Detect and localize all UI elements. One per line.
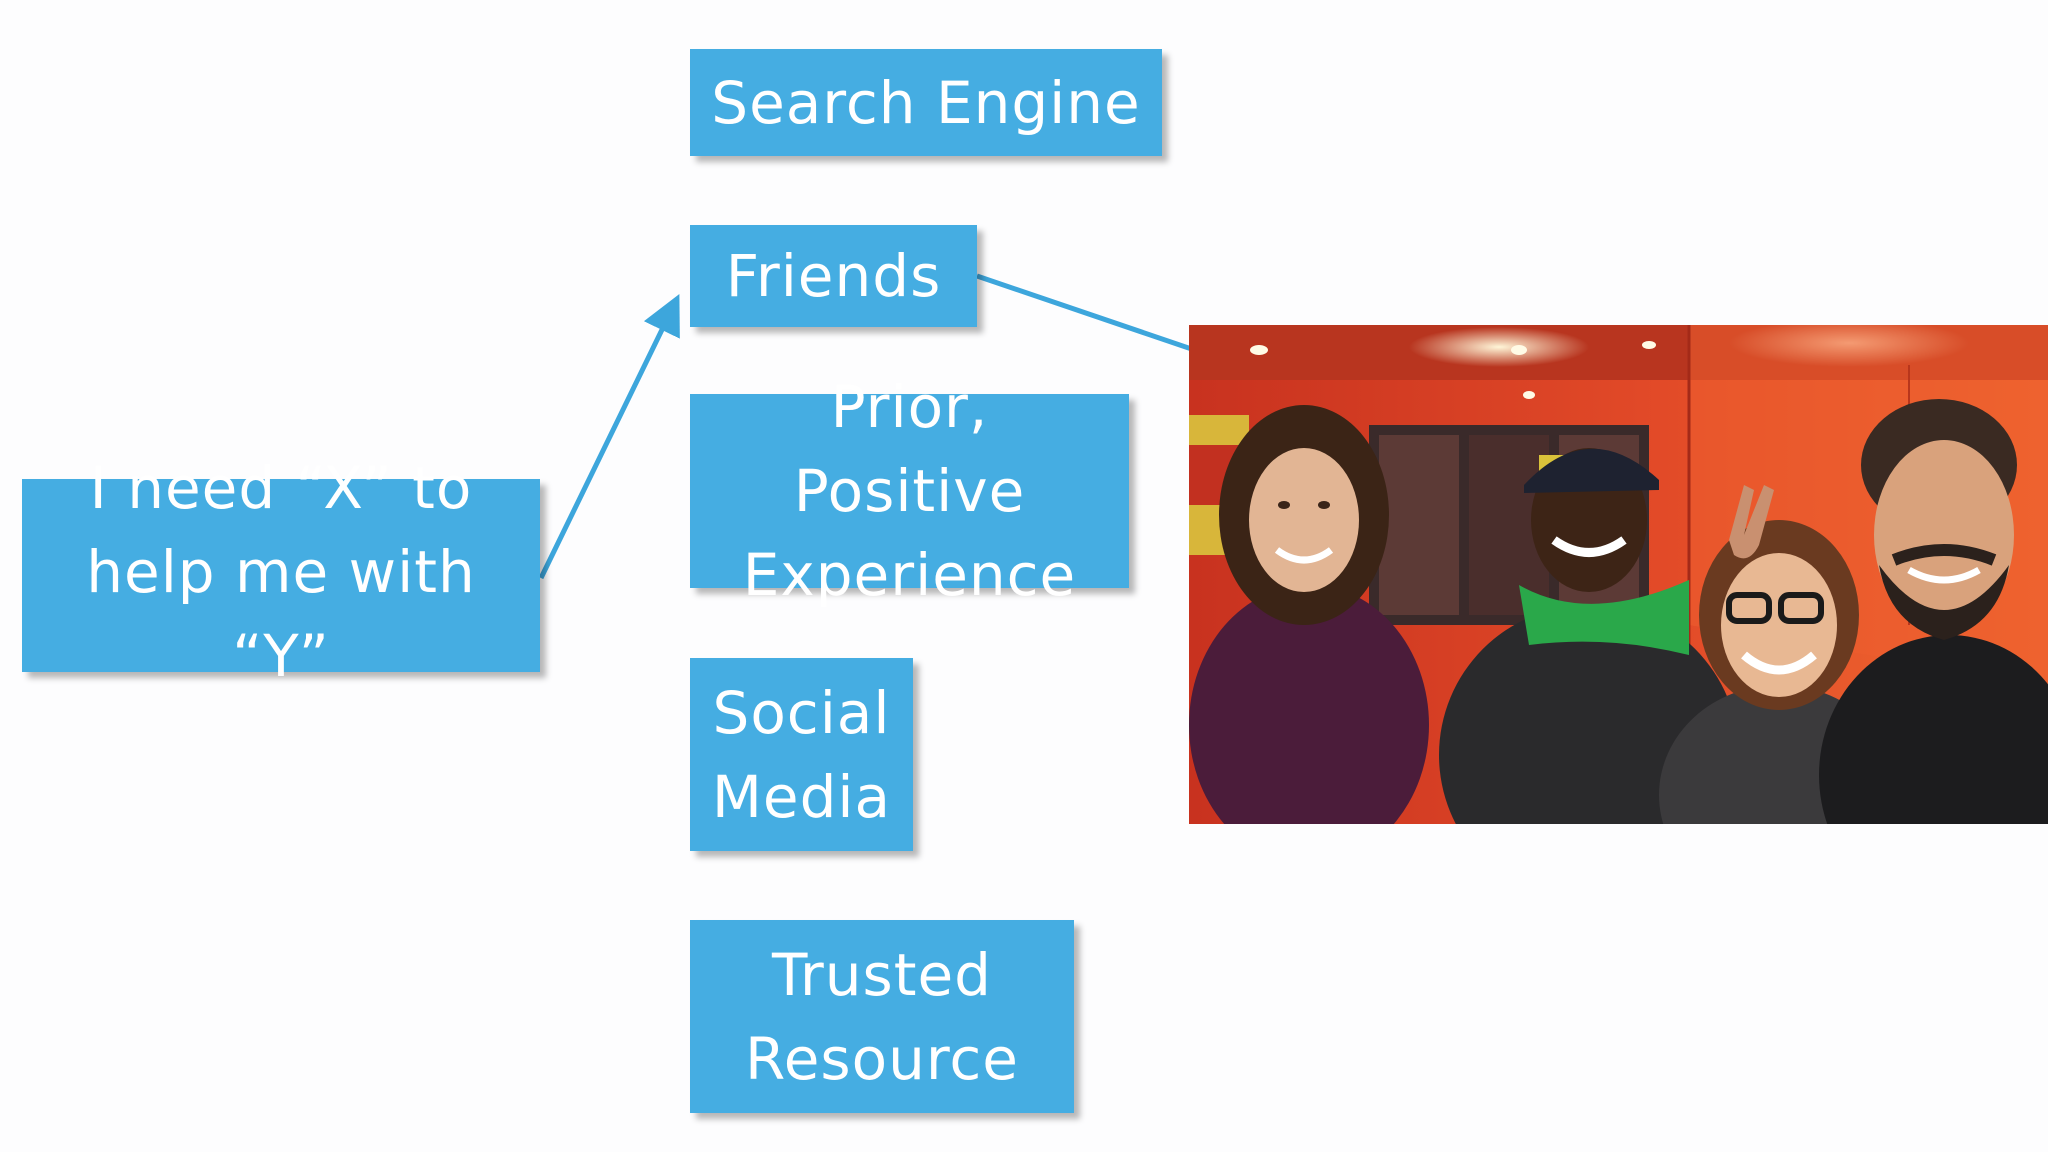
trusted-resource-line-2: Resource bbox=[745, 1024, 1019, 1093]
prior-experience-line-1: Prior, Positive bbox=[793, 373, 1026, 525]
friends-box: Friends bbox=[690, 225, 977, 327]
need-x-for-y-box: I need “X” to help me with “Y” bbox=[22, 454, 540, 690]
arrow-need-to-friends bbox=[538, 294, 680, 580]
trusted-resource-box: Trusted Resource bbox=[690, 920, 1074, 1113]
search-engine-label: Search Engine bbox=[711, 68, 1141, 137]
photo-illustration bbox=[1189, 325, 2048, 824]
social-media-box: Social Media bbox=[690, 658, 913, 851]
need-box-line-3: “Y” bbox=[232, 621, 330, 690]
prior-positive-experience-box: Prior, Positive Experience bbox=[690, 373, 1129, 609]
need-box-line-1: I need “X” to bbox=[89, 453, 473, 522]
trusted-resource-line-1: Trusted bbox=[772, 940, 992, 1009]
social-media-line-1: Social bbox=[712, 678, 891, 747]
prior-experience-line-2: Experience bbox=[742, 541, 1077, 609]
friends-label: Friends bbox=[725, 242, 942, 310]
group-selfie-photo bbox=[1189, 325, 2048, 824]
need-box-line-2: help me with bbox=[86, 537, 476, 606]
search-engine-box: Search Engine bbox=[690, 49, 1162, 156]
social-media-line-2: Media bbox=[711, 762, 892, 831]
